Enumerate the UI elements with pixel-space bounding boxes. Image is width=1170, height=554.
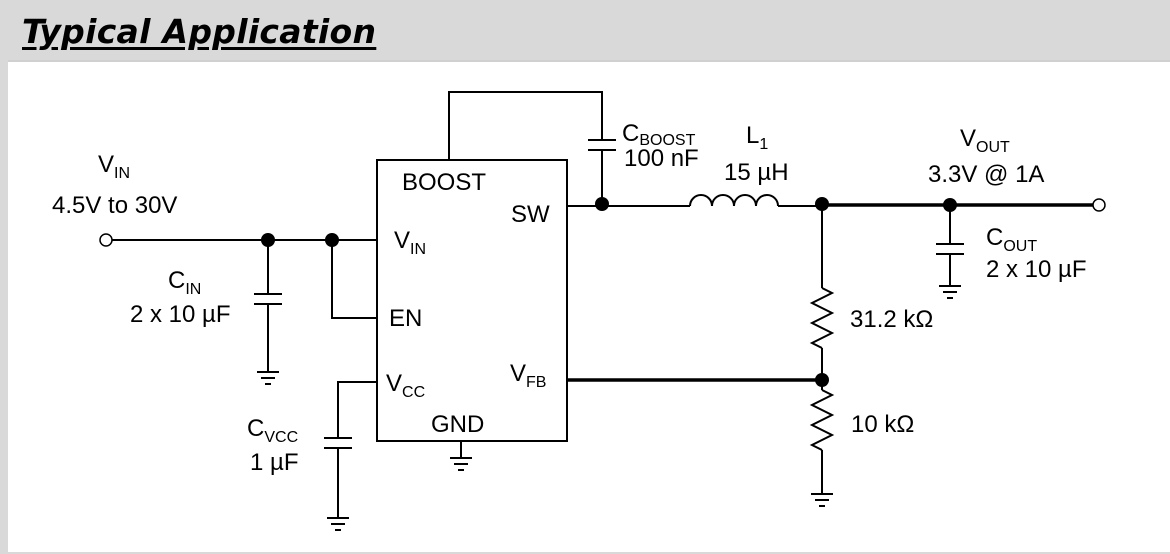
en-wire: [331, 240, 377, 319]
pin-boost-label: BOOST: [402, 169, 486, 196]
vfb-node: [815, 373, 829, 387]
resistor-top: [809, 287, 835, 349]
rbot-ground-icon: [811, 493, 833, 507]
boost-wire: [448, 91, 603, 160]
cin-value: 2 x 10 µF: [130, 301, 231, 328]
vcc-wire: [337, 381, 377, 438]
page-title: Typical Application: [22, 12, 377, 51]
ic-block: [376, 159, 568, 442]
cin-label: CIN: [168, 267, 201, 298]
cboost-capacitor: [588, 139, 616, 204]
cout-capacitor: [936, 205, 964, 286]
cvcc-value: 1 µF: [250, 449, 299, 476]
cout-ground-icon: [939, 285, 961, 299]
l1-label: L1: [746, 122, 768, 153]
r-top-value: 31.2 kΩ: [850, 306, 933, 333]
l1-value: 15 µH: [724, 159, 789, 186]
vin-terminal: [99, 233, 113, 247]
vin-label: VIN: [98, 151, 130, 182]
cvcc-label: CVCC: [247, 415, 298, 446]
vout-rating: 3.3V @ 1A: [928, 161, 1044, 188]
cvcc-capacitor: [324, 437, 352, 518]
cin-ground-icon: [257, 371, 279, 385]
pin-sw-label: SW: [511, 201, 550, 228]
pin-en-label: EN: [389, 305, 422, 332]
ic-ground-icon: [450, 457, 472, 471]
r-bottom-value: 10 kΩ: [851, 411, 914, 438]
sw-node: [595, 197, 609, 211]
resistor-bottom: [809, 389, 835, 451]
pin-vcc-label: VCC: [386, 370, 425, 401]
pin-vin-label: VIN: [394, 227, 426, 258]
cout-label: COUT: [986, 224, 1037, 255]
vin-range: 4.5V to 30V: [52, 192, 177, 219]
cboost-label: CBOOST: [622, 120, 696, 149]
vout-terminal: [1092, 198, 1106, 212]
cvcc-ground-icon: [327, 517, 349, 531]
cin-capacitor: [254, 240, 282, 372]
pin-vfb-label: VFB: [510, 360, 546, 391]
vout-node-fb: [815, 197, 829, 211]
cout-value: 2 x 10 µF: [986, 256, 1087, 283]
cboost-value: 100 nF: [624, 145, 699, 172]
pin-gnd-label: GND: [431, 411, 484, 438]
inductor-l1: [689, 194, 779, 207]
diagram-panel: [8, 60, 1170, 552]
vout-label: VOUT: [960, 125, 1010, 156]
